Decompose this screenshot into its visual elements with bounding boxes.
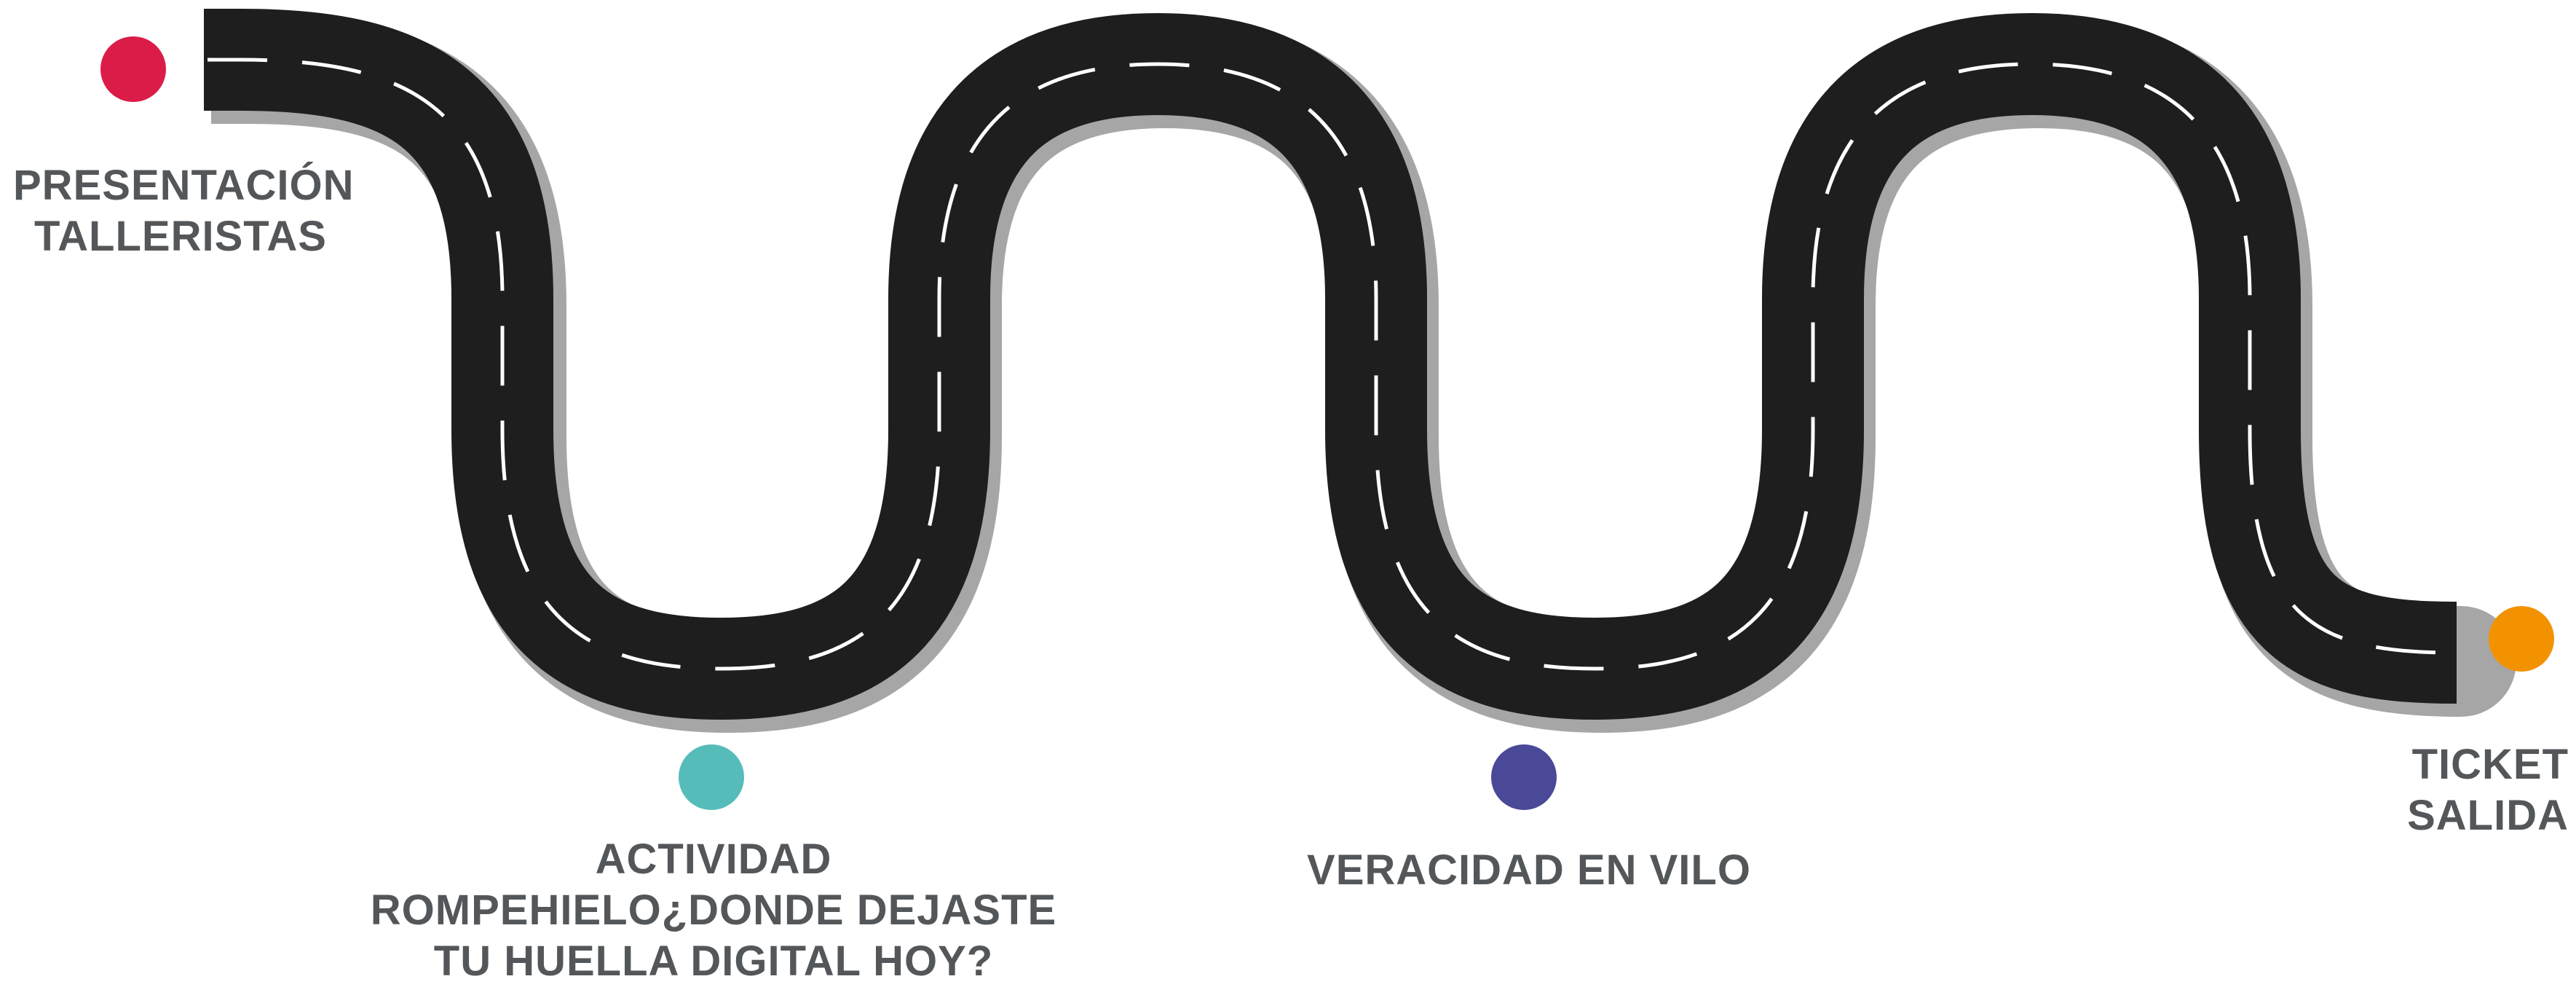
milestone-label-activity: ACTIVIDAD ROMPEHIELO¿DONDE DEJASTE TU HU… [349, 834, 1078, 987]
milestone-label-end: TICKET SALIDA [2374, 739, 2569, 841]
milestone-dot-start [100, 36, 166, 102]
label-line: TALLERISTAS [34, 213, 327, 260]
milestone-dot-veracity [1491, 744, 1557, 810]
label-line: SALIDA [2407, 792, 2569, 839]
label-line: VERACIDAD EN VILO [1307, 846, 1751, 894]
milestone-label-veracity: VERACIDAD EN VILO [1238, 845, 1820, 896]
milestone-label-start: PRESENTACIÓN TALLERISTAS [13, 160, 355, 262]
label-line: TU HUELLA DIGITAL HOY? [433, 937, 994, 985]
label-line: PRESENTACIÓN [13, 162, 355, 209]
milestone-dot-end [2489, 606, 2554, 672]
road-surface [189, 9, 2505, 720]
milestone-dot-activity [679, 744, 744, 810]
label-line: ACTIVIDAD [595, 835, 832, 883]
label-line: ROMPEHIELO¿DONDE DEJASTE [370, 886, 1057, 934]
lane-marking [208, 58, 2454, 671]
label-line: TICKET [2411, 741, 2569, 788]
